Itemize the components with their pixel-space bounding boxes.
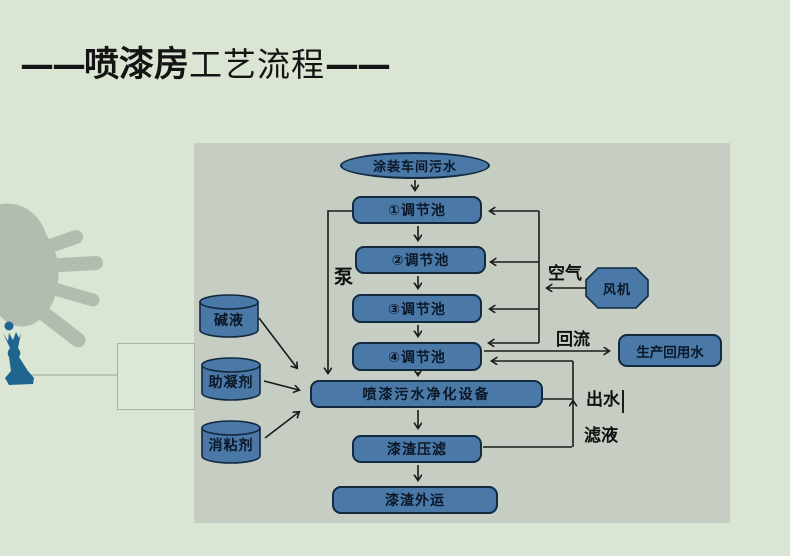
- arrow-coagulant-dose: [263, 380, 299, 390]
- cylinder-label-alkali[interactable]: 碱液: [214, 313, 244, 329]
- outlet-water-label[interactable]: 出水: [586, 390, 620, 410]
- title-dash-right: ——: [325, 45, 391, 85]
- tank4-box[interactable]: ④调节池: [352, 342, 482, 371]
- title-text-bold: 喷漆房: [84, 45, 190, 85]
- pump-line: [328, 210, 352, 373]
- tank3-box[interactable]: ③调节池: [352, 294, 482, 323]
- reuse-box[interactable]: 生产回用水: [618, 334, 722, 367]
- cylinder-label-coagulant[interactable]: 助凝剂: [208, 375, 254, 391]
- tank2-box[interactable]: ②调节池: [355, 246, 486, 274]
- cylinder-coagulant-shape: [201, 357, 261, 401]
- chess-queen-piece: [3, 321, 34, 385]
- air-label[interactable]: 空气: [548, 264, 582, 284]
- arrow-detackifier-dose: [264, 412, 299, 439]
- filtrate-label[interactable]: 滤液: [584, 426, 618, 446]
- fan-octagon-shape[interactable]: [585, 267, 649, 309]
- purifier-box[interactable]: 喷漆污水净化设备: [310, 380, 543, 408]
- source-ellipse[interactable]: 涂装车间污水: [340, 152, 490, 179]
- text-cursor: [622, 390, 624, 413]
- reflux-label[interactable]: 回流: [556, 330, 590, 350]
- flow-connectors: [258, 180, 609, 480]
- tank1-box[interactable]: ①调节池: [352, 196, 482, 224]
- cylinder-label-detackifier[interactable]: 消粘剂: [208, 438, 254, 454]
- arrow-alkali-dose: [258, 317, 297, 368]
- title-text-light: 工艺流程: [189, 45, 326, 84]
- haul-box[interactable]: 漆渣外运: [332, 486, 498, 514]
- title-dash-left: ——: [20, 45, 86, 85]
- page-title: —— 喷漆房 工艺流程 ——: [20, 45, 391, 85]
- hand-silhouette-graphic: [0, 203, 103, 348]
- fan-label[interactable]: 风机: [602, 282, 631, 298]
- callout-box[interactable]: [117, 343, 195, 410]
- pump-label[interactable]: 泵: [334, 266, 354, 288]
- cylinder-shapes[interactable]: [199, 294, 261, 464]
- press-box[interactable]: 漆渣压滤: [352, 435, 482, 463]
- cylinder-detackifier-shape: [201, 420, 261, 464]
- cylinder-alkali-shape: [199, 294, 259, 338]
